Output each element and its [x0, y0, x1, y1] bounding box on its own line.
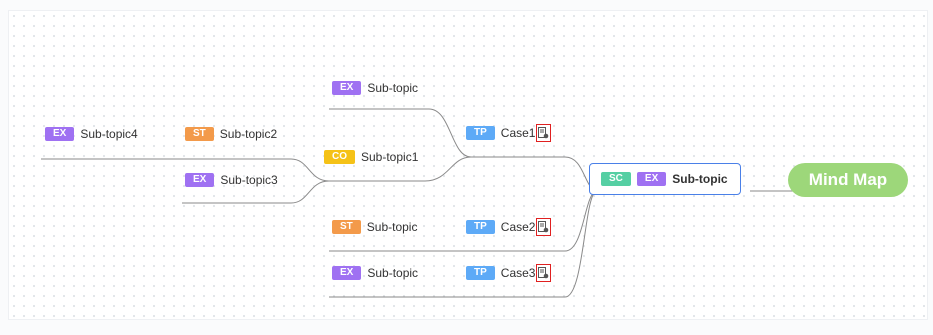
- subtopic-label: Sub-topic: [367, 81, 419, 95]
- subtopic3-node[interactable]: EX Sub-topic3: [185, 171, 278, 189]
- subtopic1-node[interactable]: CO Sub-topic1: [324, 148, 418, 166]
- case2-label: Case2: [500, 220, 536, 234]
- case2-node[interactable]: TP Case2: [466, 218, 552, 236]
- sc-tag: SC: [601, 172, 631, 186]
- ex-tag: EX: [45, 127, 75, 141]
- edge-central-case3: [564, 190, 597, 298]
- tp-tag: TP: [466, 126, 495, 140]
- central-node[interactable]: SC EX Sub-topic: [589, 163, 741, 195]
- connector-lines: [41, 108, 797, 298]
- subtopic-label: Sub-topic: [366, 220, 418, 234]
- ex-tag: EX: [636, 172, 667, 186]
- case1-node[interactable]: TP Case1: [466, 124, 552, 142]
- subtopic4-node[interactable]: EX Sub-topic4: [45, 125, 138, 143]
- testcase-file-icon[interactable]: [536, 264, 552, 282]
- tp-tag: TP: [466, 220, 495, 234]
- ex-tag: EX: [185, 173, 215, 187]
- tp-tag: TP: [466, 266, 495, 280]
- testcase-file-icon[interactable]: [536, 218, 552, 236]
- edge-co-ex3: [182, 180, 330, 204]
- root-node[interactable]: Mind Map: [788, 163, 908, 197]
- subtopic-node[interactable]: ST Sub-topic: [332, 218, 417, 236]
- edge-case1-ex: [329, 108, 472, 158]
- co-tag: CO: [324, 150, 355, 164]
- subtopic-node[interactable]: EX Sub-topic: [332, 79, 418, 97]
- ex-tag: EX: [332, 81, 362, 95]
- testcase-file-icon[interactable]: [536, 124, 552, 142]
- st-tag: ST: [332, 220, 361, 234]
- mindmap-canvas[interactable]: [8, 10, 928, 320]
- subtopic-label: Sub-topic: [367, 266, 419, 280]
- central-label: Sub-topic: [672, 172, 728, 186]
- subtopic1-label: Sub-topic1: [361, 150, 419, 164]
- case3-label: Case3: [500, 266, 536, 280]
- edge-co-st: [182, 158, 330, 182]
- subtopic-node[interactable]: EX Sub-topic: [332, 264, 418, 282]
- case1-label: Case1: [500, 126, 536, 140]
- subtopic4-label: Sub-topic4: [80, 127, 138, 141]
- st-tag: ST: [185, 127, 214, 141]
- subtopic3-label: Sub-topic3: [220, 173, 278, 187]
- subtopic2-label: Sub-topic2: [219, 127, 278, 141]
- root-label: Mind Map: [808, 170, 888, 189]
- subtopic2-node[interactable]: ST Sub-topic2: [185, 125, 277, 143]
- ex-tag: EX: [332, 266, 362, 280]
- edge-case1-co: [329, 156, 472, 182]
- case3-node[interactable]: TP Case3: [466, 264, 552, 282]
